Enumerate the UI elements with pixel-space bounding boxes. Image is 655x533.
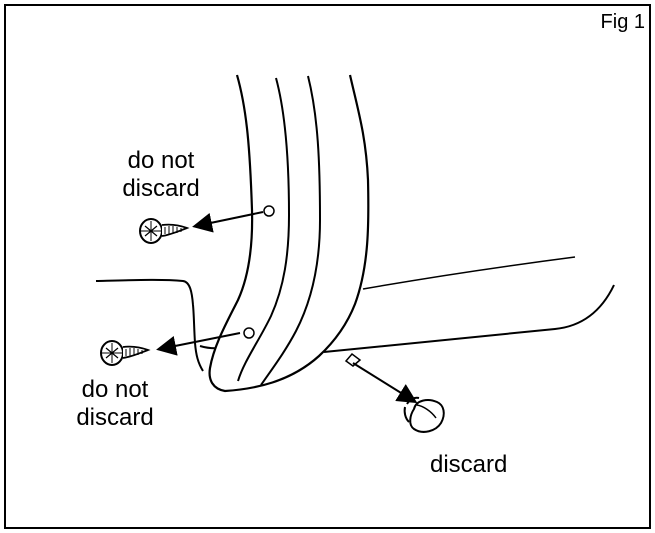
plug-icon	[403, 396, 445, 433]
plug-hole	[344, 352, 362, 367]
lower-screw-arrow	[156, 332, 241, 356]
upper-screw-hole	[263, 205, 275, 217]
figure-label: Fig 1	[600, 11, 645, 33]
lower-screw-hole	[243, 327, 255, 339]
upper-screw-label: do not discard	[122, 147, 200, 202]
vehicle-body-outline	[95, 278, 204, 372]
rocker-panel-outline	[323, 284, 615, 353]
mudguard-ridge-1	[237, 77, 291, 382]
lower-screw-icon	[100, 340, 151, 366]
body-crease-line	[362, 256, 576, 290]
upper-screw-icon	[139, 218, 190, 244]
upper-screw-arrow	[192, 211, 264, 233]
mudguard-ridge-2	[260, 75, 322, 386]
lower-screw-label: do not discard	[76, 376, 154, 431]
plug-arrow	[352, 362, 418, 404]
plug-label: discard	[430, 451, 508, 478]
